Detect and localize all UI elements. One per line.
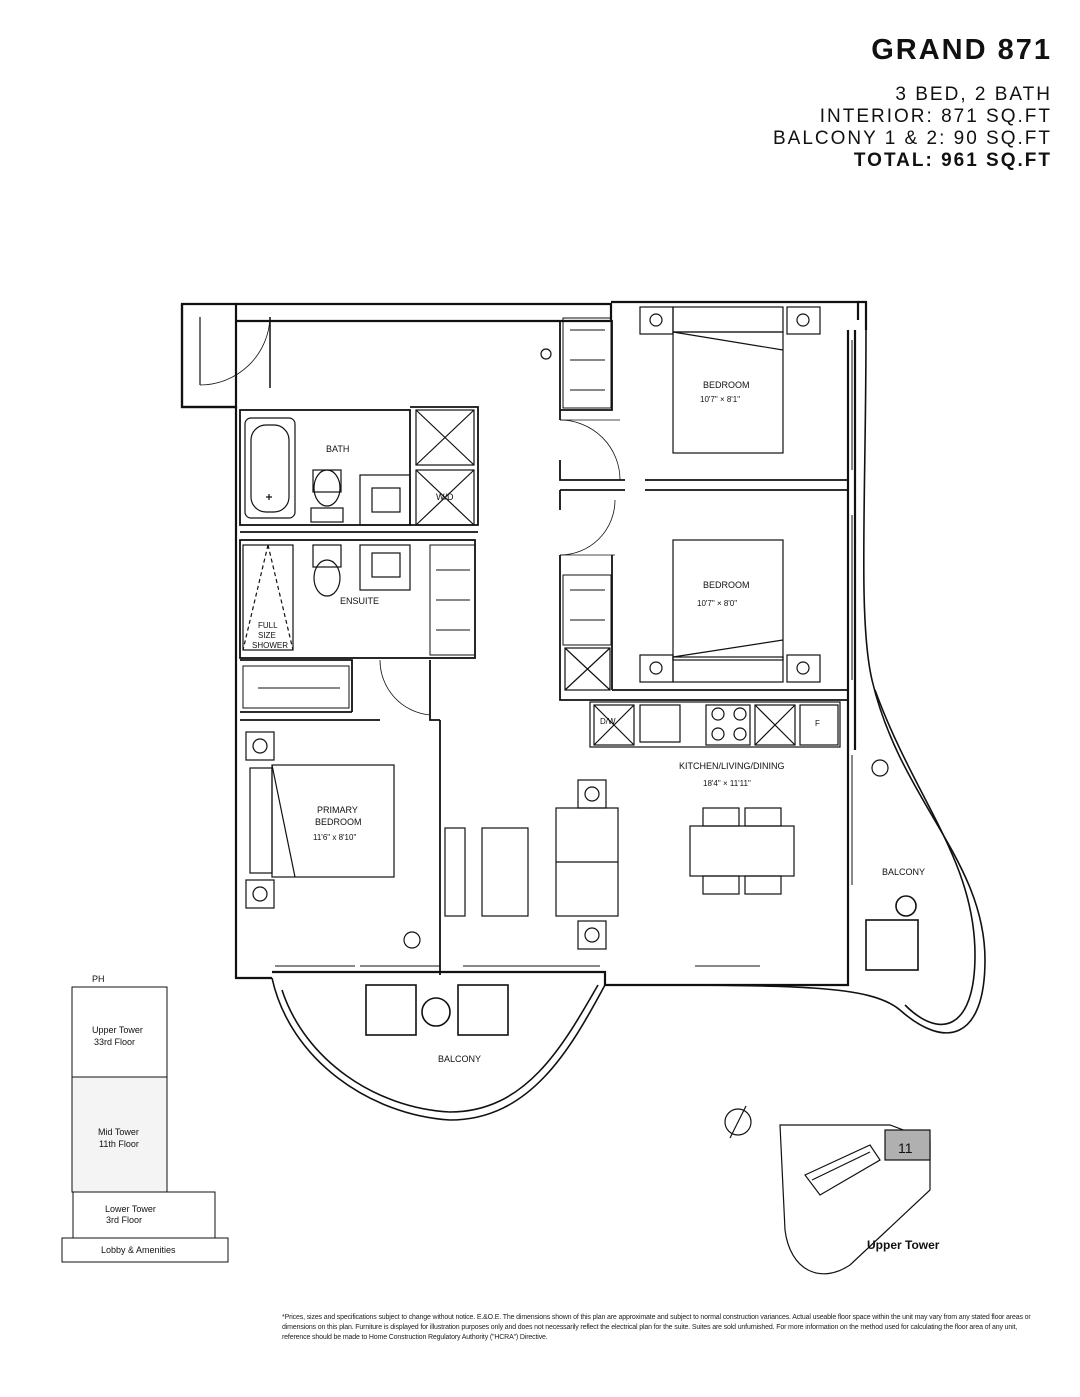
bedroom-3-label: BEDROOM	[703, 580, 750, 590]
living-furniture	[444, 779, 795, 950]
key-plan	[779, 1124, 931, 1275]
toilets	[310, 469, 344, 597]
floor-lower-label-1: Lower Tower	[105, 1204, 156, 1214]
windows	[275, 340, 853, 967]
ensuite-label: ENSUITE	[340, 596, 380, 606]
kitchen-counter	[589, 701, 841, 748]
bedroom-doors	[379, 419, 621, 716]
closets	[242, 317, 612, 709]
key-plan-tower-label: Upper Tower	[867, 1238, 940, 1252]
dishwasher-label: D/W	[600, 717, 616, 726]
bedroom-walls	[559, 320, 848, 701]
unit-name: GRAND 871	[871, 34, 1052, 66]
bedroom-2-label: BEDROOM	[703, 380, 750, 390]
disclaimer: *Prices, sizes and specifications subjec…	[282, 1314, 1031, 1341]
south-balcony-label: BALCONY	[438, 1054, 482, 1064]
fridge-label: F	[815, 719, 820, 728]
primary-bedroom-label-2: BEDROOM	[315, 817, 362, 827]
kitchen-living-dining-dimensions: 18'4" × 11'11"	[703, 779, 751, 788]
entry-door	[199, 316, 271, 388]
bedroom-3-furniture	[639, 539, 821, 683]
floor-upper-label-1: Upper Tower	[92, 1025, 143, 1035]
south-balcony	[271, 977, 606, 1121]
washer-dryer-label: W/D	[436, 492, 454, 502]
exterior-walls	[180, 300, 868, 987]
primary-bedroom-dimensions: 11'6" x 8'10"	[313, 833, 357, 842]
floor-lower-label-2: 3rd Floor	[106, 1215, 143, 1225]
shower-label-2: SIZE	[258, 631, 276, 640]
primary-bedroom-label-1: PRIMARY	[317, 805, 358, 815]
east-balcony	[604, 329, 986, 1034]
sinks	[359, 474, 411, 591]
east-balcony-label: BALCONY	[882, 867, 926, 877]
bath-label: BATH	[326, 444, 350, 454]
floor-stack	[61, 986, 229, 1263]
floor-upper-label-2: 33rd Floor	[94, 1037, 136, 1047]
shower-label-3: SHOWER	[252, 641, 288, 650]
compass-markers	[403, 348, 889, 1139]
kitchen-living-dining-label: KITCHEN/LIVING/DINING	[679, 761, 785, 771]
floor-mid-label-1: Mid Tower	[98, 1127, 139, 1137]
utility-boxes	[242, 409, 611, 691]
floor-lobby-label: Lobby & Amenities	[101, 1245, 176, 1255]
key-plan-unit-number: 11	[898, 1140, 913, 1156]
total-area: TOTAL: 961 SQ.FT	[853, 150, 1052, 171]
floor-mid-label-2: 11th Floor	[99, 1139, 139, 1149]
bedroom-2-furniture	[639, 306, 821, 454]
shower-label-1: FULL	[258, 621, 278, 630]
balcony-area: BALCONY 1 & 2: 90 SQ.FT	[772, 128, 1052, 149]
interior-area: INTERIOR: 871 SQ.FT	[819, 106, 1052, 127]
primary-bedroom-furniture	[245, 731, 395, 909]
beds-baths: 3 BED, 2 BATH	[895, 84, 1052, 105]
bedroom-2-dimensions: 10'7" × 8'1"	[700, 395, 741, 404]
floor-ph-label: PH	[92, 974, 105, 984]
bedroom-3-dimensions: 10'7" × 8'0"	[697, 599, 738, 608]
bathtub	[244, 417, 296, 519]
